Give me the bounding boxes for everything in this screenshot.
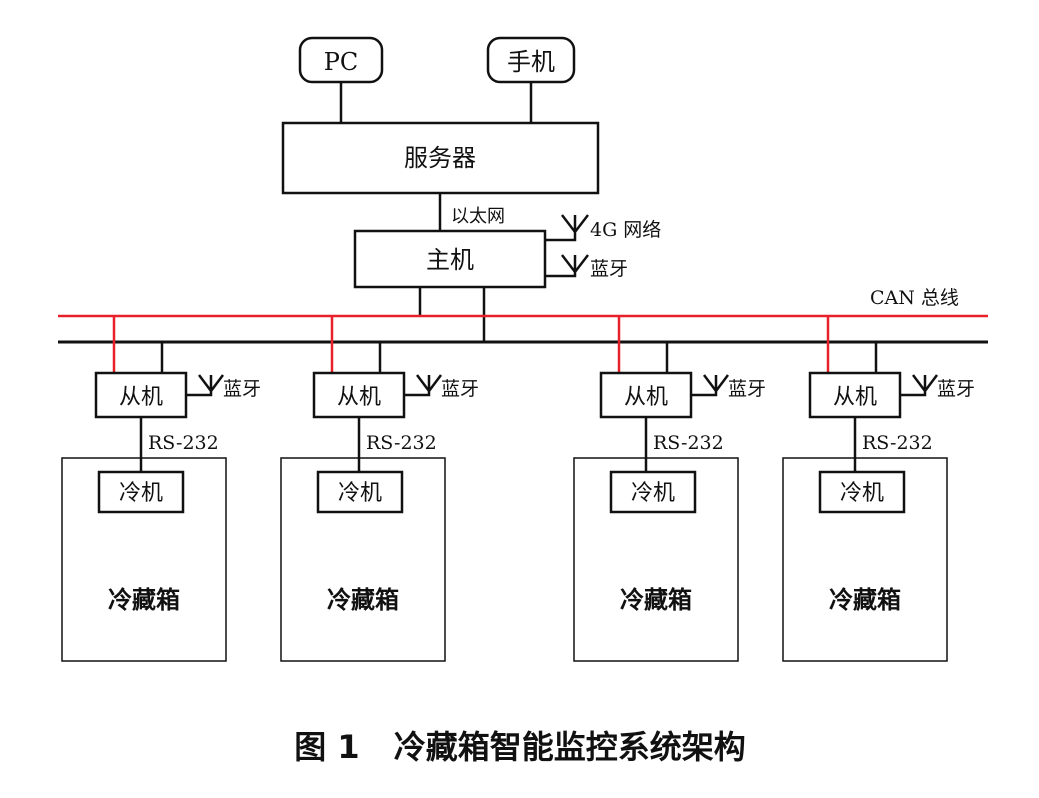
host-label: 主机 <box>426 246 474 274</box>
antenna-icon <box>545 254 589 278</box>
chiller-label: 冷机 <box>119 481 163 506</box>
chiller-box <box>316 470 404 514</box>
ethernet-label: 以太网 <box>451 206 505 227</box>
pc-node: PC <box>298 36 384 84</box>
slave-bluetooth-label: 蓝牙 <box>937 378 975 400</box>
rs232-label: RS-232 <box>653 432 724 454</box>
rs232-label: RS-232 <box>148 432 219 454</box>
chiller-label: 冷机 <box>840 481 884 506</box>
host-node: 主机 <box>353 229 547 289</box>
phone-node: 手机 <box>486 36 576 84</box>
chiller-box <box>609 470 697 514</box>
slave-label: 从机 <box>337 385 381 410</box>
chiller-box <box>818 470 906 514</box>
rs232-label: RS-232 <box>862 432 933 454</box>
fridge-label: 冷藏箱 <box>620 586 692 614</box>
pc-label: PC <box>324 48 359 76</box>
slave-box <box>94 371 188 419</box>
slave-bluetooth-label: 蓝牙 <box>728 378 766 400</box>
antenna-icon <box>691 374 729 397</box>
slave-label: 从机 <box>119 385 163 410</box>
antenna-icon <box>900 374 938 397</box>
fridge-label: 冷藏箱 <box>829 586 901 614</box>
antenna-icon <box>186 374 224 397</box>
slave-box <box>808 371 902 419</box>
caption-number: 图 1 <box>294 728 359 766</box>
chiller-box <box>97 470 185 514</box>
fridge-label: 冷藏箱 <box>327 586 399 614</box>
bluetooth-label: 蓝牙 <box>590 258 628 280</box>
chiller-label: 冷机 <box>631 481 675 506</box>
antenna-icon <box>545 214 589 242</box>
fridge-label: 冷藏箱 <box>108 586 180 614</box>
chiller-label: 冷机 <box>338 481 382 506</box>
server-node: 服务器 <box>281 121 600 195</box>
phone-label: 手机 <box>507 48 555 76</box>
server-label: 服务器 <box>404 144 476 172</box>
4g-label: 4G 网络 <box>590 219 661 241</box>
caption-title: 冷藏箱智能监控系统架构 <box>394 728 746 766</box>
slave-bluetooth-label: 蓝牙 <box>223 378 261 400</box>
slave-label: 从机 <box>624 385 668 410</box>
slave-label: 从机 <box>833 385 877 410</box>
antenna-icon <box>404 374 442 397</box>
can-bus-label: CAN 总线 <box>870 287 959 309</box>
figure-caption: 图 1 冷藏箱智能监控系统架构 <box>294 728 745 766</box>
rs232-label: RS-232 <box>366 432 437 454</box>
slave-bluetooth-label: 蓝牙 <box>441 378 479 400</box>
